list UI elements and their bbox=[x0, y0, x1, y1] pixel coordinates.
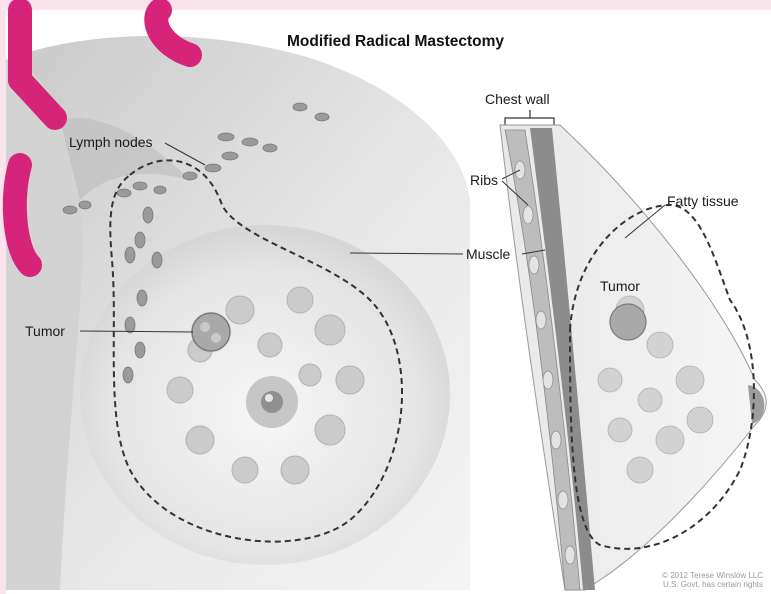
label-tumor-front: Tumor bbox=[25, 323, 65, 339]
copyright-line-2: U.S. Govt. has certain rights bbox=[662, 580, 763, 589]
tumor-side bbox=[610, 304, 646, 340]
label-fatty-tissue: Fatty tissue bbox=[667, 193, 739, 209]
front-view bbox=[6, 36, 470, 590]
copyright-line-1: © 2012 Terese Winslow LLC bbox=[662, 571, 763, 580]
nipple bbox=[261, 391, 283, 413]
copyright-notice: © 2012 Terese Winslow LLC U.S. Govt. has… bbox=[662, 571, 763, 589]
label-muscle: Muscle bbox=[466, 246, 510, 262]
label-ribs: Ribs bbox=[470, 172, 498, 188]
side-view bbox=[500, 110, 766, 590]
label-tumor-side: Tumor bbox=[600, 278, 640, 294]
figure-title: Modified Radical Mastectomy bbox=[287, 33, 504, 51]
label-lymph-nodes: Lymph nodes bbox=[69, 134, 153, 150]
tumor-front bbox=[192, 313, 230, 351]
label-chest-wall: Chest wall bbox=[485, 91, 550, 107]
